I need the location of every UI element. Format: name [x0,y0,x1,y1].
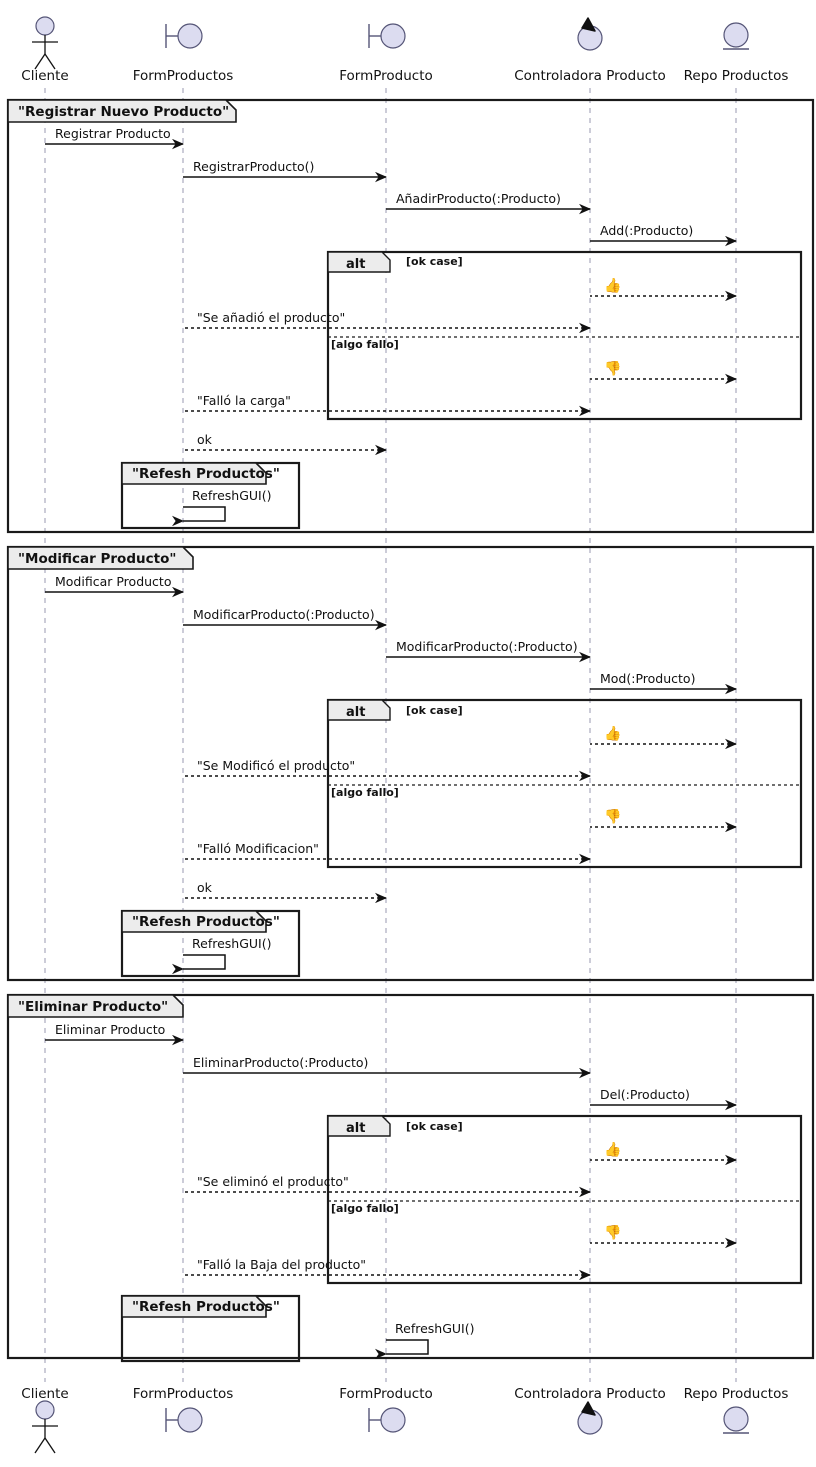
self-message-label-0: RefreshGUI() [192,488,271,503]
participant-foot-label-controladora: Controladora Producto [514,1386,666,1402]
actor-head-icon [35,16,55,36]
participant-foot-label-repo: Repo Productos [684,1386,789,1402]
message-label: Mod(:Producto) [600,671,695,686]
lifelines-layer [44,88,737,1382]
alt-keyword-1: alt [346,705,365,720]
participant-head-formproductos[interactable]: FormProductos [133,23,234,84]
alt-border-2 [326,1114,803,1285]
message-label: ModificarProducto(:Producto) [193,607,375,622]
alt-tab-1 [327,699,391,721]
message-label: ok [197,880,213,895]
participant-heads-bottom: Cliente FormProductos FormProducto Controla… [21,1386,789,1454]
frame-registrar: "Registrar Nuevo Producto" Registrar Prod… [6,98,815,534]
participant-foot-controladora[interactable]: Controladora Producto [514,1386,666,1435]
participant-foot-cliente[interactable]: Cliente [21,1386,69,1454]
message-label: EliminarProducto(:Producto) [193,1055,368,1070]
alt-fragment-2: alt [ok case] [algo fallo] 👍 "Se eliminó el … [183,1114,803,1285]
frame-title-0: "Registrar Nuevo Producto" [18,104,229,120]
frame-header-box-sub-2 [121,1295,267,1318]
self-message-arrow-2 [375,1339,429,1360]
alt-border-1 [326,698,803,869]
alt-guard-0-1: [algo fallo] [331,338,399,351]
message-label: ok [197,432,213,447]
participant-head-formproducto[interactable]: FormProducto [339,23,433,84]
subframe-2: "Refesh Productos" RefreshGUI() [120,1294,474,1363]
alt-message-label: "Se eliminó el producto" [197,1174,349,1189]
message-label: RegistrarProducto() [193,159,314,174]
alt-guard-1-1: [algo fallo] [331,786,399,799]
alt-message-label: "Falló la carga" [197,393,291,408]
frame-header-box-2 [7,994,184,1018]
alt-keyword-0: alt [346,257,365,272]
thumbs-up-icon: 👍 [604,277,621,294]
participant-foot-formproductos[interactable]: FormProductos [133,1386,234,1433]
participant-label-repo: Repo Productos [684,68,789,84]
participant-foot-label-cliente: Cliente [21,1386,68,1402]
frame-header-box-1 [7,546,194,570]
participant-foot-label-formproducto: FormProducto [339,1386,433,1402]
frame-modificar: "Modificar Producto" Modificar ProductoMo… [6,545,815,982]
participant-label-formproductos: FormProductos [133,68,234,84]
self-message-label-1: RefreshGUI() [192,936,271,951]
self-message-label-2: RefreshGUI() [395,1321,474,1336]
alt-message-label: "Se añadió el producto" [197,310,345,325]
alt-tab-0 [327,251,391,273]
message-label: Add(:Producto) [600,223,693,238]
participant-head-controladora[interactable]: Controladora Producto [514,17,666,84]
thumbs-up-icon: 👍 [604,725,621,742]
frame-title-sub-0: "Refesh Productos" [132,466,280,482]
subframe-0: "Refesh Productos" RefreshGUI() [120,461,301,530]
alt-keyword-2: alt [346,1121,365,1136]
alt-message-label: "Falló Modificacion" [197,841,319,856]
frame-header-box-sub-1 [121,910,267,933]
participant-label-cliente: Cliente [21,68,68,84]
frame-title-sub-1: "Refesh Productos" [132,914,280,930]
message-label: ModificarProducto(:Producto) [396,639,578,654]
alt-message-label: "Falló la Baja del producto" [197,1257,366,1272]
participant-label-formproducto: FormProducto [339,68,433,84]
alt-guard-1-0: [ok case] [406,704,463,717]
alt-fragment-1: alt [ok case] [algo fallo] 👍 "Se Modificó el… [183,698,803,869]
alt-guard-0-0: [ok case] [406,255,463,268]
thumbs-down-icon: 👎 [604,1224,621,1241]
alt-guard-2-0: [ok case] [406,1120,463,1133]
frame-border-1 [6,545,815,982]
participant-heads-top: Cliente FormProductos FormProducto Controla… [21,16,789,84]
alt-fragment-0: alt [ok case] [algo fallo] 👍 "Se añadió el p… [183,250,803,421]
thumbs-down-icon: 👎 [604,808,621,825]
message-label: Eliminar Producto [55,1022,165,1037]
message-label: Modificar Producto [55,574,171,589]
alt-message-label: "Se Modificó el producto" [197,758,355,773]
participant-foot-formproducto[interactable]: FormProducto [339,1386,433,1433]
frame-header-box-0 [7,99,237,123]
frame-eliminar: "Eliminar Producto" Eliminar ProductoElim… [6,993,815,1363]
self-message-arrow-1 [172,954,226,975]
participant-label-controladora: Controladora Producto [514,68,666,84]
frame-header-box-sub-0 [121,462,267,485]
participant-head-repo[interactable]: Repo Productos [684,22,789,84]
frames-layer: "Registrar Nuevo Producto" Registrar Prod… [6,98,815,1363]
message-label: AñadirProducto(:Producto) [396,191,561,206]
frame-border-0 [6,98,815,534]
participant-foot-label-formproductos: FormProductos [133,1386,234,1402]
thumbs-down-icon: 👎 [604,360,621,377]
alt-tab-2 [327,1115,391,1137]
self-message-arrow-0 [172,506,226,527]
alt-guard-2-1: [algo fallo] [331,1202,399,1215]
participant-head-cliente[interactable]: Cliente [21,16,69,84]
frame-title-2: "Eliminar Producto" [18,999,168,1015]
frame-title-sub-2: "Refesh Productos" [132,1299,280,1315]
actor-head-icon [35,1400,55,1420]
message-label: Del(:Producto) [600,1087,690,1102]
message-label: Registrar Producto [55,126,171,141]
participant-foot-repo[interactable]: Repo Productos [684,1386,789,1434]
frame-border-2 [6,993,815,1360]
frame-title-1: "Modificar Producto" [18,551,176,567]
thumbs-up-icon: 👍 [604,1141,621,1158]
alt-border-0 [326,250,803,421]
subframe-1: "Refesh Productos" RefreshGUI() [120,909,301,978]
